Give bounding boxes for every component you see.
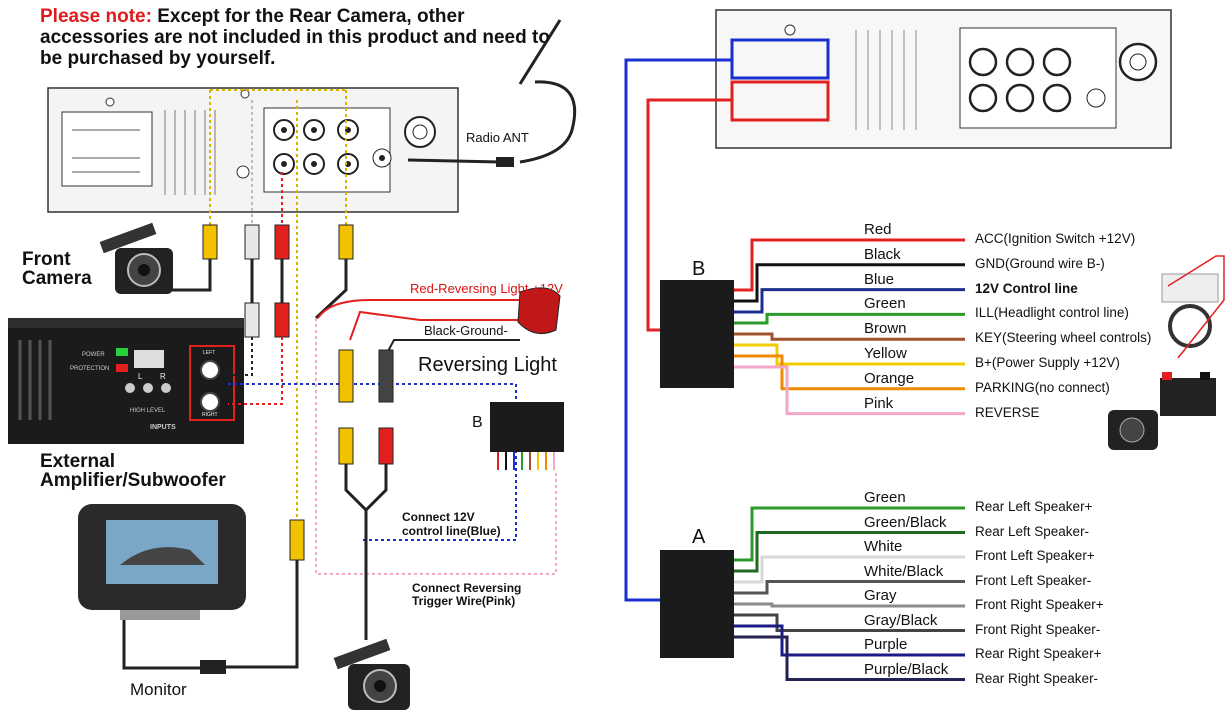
b-wire-pink: [734, 365, 965, 416]
a-wire-green-black: [734, 531, 965, 573]
a-wire-function-label: Rear Left Speaker+: [975, 499, 1093, 514]
amp-left-label: LEFT: [203, 350, 216, 356]
front-camera-line2: Camera: [22, 268, 92, 289]
amplifier-graphic: [8, 318, 244, 444]
b-wire-function-label: GND(Ground wire B-): [975, 255, 1105, 271]
amplifier-label: External Amplifier/Subwoofer: [40, 452, 226, 490]
b-wire-function-label: PARKING(no connect): [975, 379, 1110, 395]
connect-12v-line1: Connect 12V: [402, 510, 475, 524]
b-wire-blue: [734, 288, 965, 314]
amp-l-label: L: [138, 372, 143, 381]
a-wire-color-label: Green: [864, 489, 906, 506]
a-wire-gray-black: [734, 613, 965, 632]
a-wire-function-label: Rear Right Speaker-: [975, 670, 1099, 686]
connector-b-box: [660, 280, 734, 388]
b-wire-color-label: Blue: [864, 270, 895, 288]
reversing-light-label: Reversing Light: [418, 354, 557, 376]
b-wire-color-label: Red: [864, 221, 892, 238]
a-wire-function-label: Front Right Speaker+: [975, 597, 1104, 612]
note-lead: Please note:: [40, 6, 152, 27]
connect-12v-label: Connect 12V control line(Blue): [402, 510, 501, 538]
a-wire-function-label: Front Right Speaker-: [975, 621, 1101, 637]
connector-a-box: [660, 550, 734, 658]
connect-rev-line2: Trigger Wire(Pink): [412, 594, 516, 608]
a-wire-color-label: Purple: [864, 636, 908, 653]
a-wire-color-label: Gray: [864, 587, 897, 604]
b-wire-function-label: B+(Power Supply +12V): [975, 355, 1120, 370]
a-wire-color-label: Purple/Black: [864, 660, 949, 678]
b-wire-green: [734, 312, 965, 325]
radio-antenna: [407, 19, 577, 167]
amp-right-label: RIGHT: [202, 412, 218, 418]
black-ground-label: Black-Ground-: [424, 323, 508, 338]
note-text: Except for the Rear Camera, other access…: [40, 6, 550, 69]
b-wire-function-label: REVERSE: [975, 404, 1040, 420]
red-reversing-label: Red-Reversing Light +12V: [410, 281, 563, 296]
a-wire-function-label: Rear Left Speaker-: [975, 523, 1090, 539]
b-wire-color-label: Green: [864, 295, 906, 313]
b-wire-color-label: Orange: [864, 369, 915, 387]
connect-reversing-label: Connect Reversing Trigger Wire(Pink): [412, 582, 521, 608]
a-wire-purple: [734, 624, 965, 657]
radio-ant-label: Radio ANT: [466, 130, 529, 145]
front-camera-graphic: [99, 222, 173, 294]
amplifier-line2: Amplifier/Subwoofer: [40, 470, 226, 491]
amp-protection-label: PROTECTION: [70, 366, 110, 372]
b-wire-group: [734, 238, 965, 416]
a-wire-white-black: [734, 580, 965, 595]
amp-r-label: R: [160, 372, 166, 381]
b-box-label: B: [472, 414, 483, 431]
head-unit-right: [715, 9, 1172, 149]
amp-high-level-label: HIGH LEVEL: [130, 408, 166, 414]
a-wire-group: [734, 506, 965, 681]
a-wire-color-label: Green/Black: [864, 513, 947, 531]
connect-rev-line1: Connect Reversing: [412, 581, 522, 595]
front-camera-line1: Front: [22, 249, 71, 270]
b-wire-function-label: KEY(Steering wheel controls): [975, 330, 1152, 346]
b-wire-color-label: Yellow: [864, 345, 907, 362]
monitor-label: Monitor: [130, 680, 187, 699]
a-wire-color-label: White: [864, 538, 903, 555]
b-wire-function-label: 12V Control line: [975, 280, 1078, 296]
a-wire-gray: [734, 602, 965, 608]
reversing-wiring: [317, 287, 564, 640]
connector-b-label: B: [692, 258, 706, 280]
accessory-icons: [1108, 273, 1219, 450]
rear-camera-graphic: [333, 638, 410, 710]
b-wire-brown: [734, 332, 965, 341]
b-wire-red: [734, 238, 965, 292]
a-wire-white: [734, 555, 965, 584]
b-wire-color-label: Brown: [864, 320, 907, 338]
a-wire-green: [734, 506, 965, 562]
a-wire-function-label: Rear Right Speaker+: [975, 646, 1102, 661]
a-wire-purple-black: [734, 635, 965, 681]
rca-plugs: [160, 224, 354, 338]
monitor-graphic: [78, 504, 305, 674]
b-wire-function-label: ILL(Headlight control line): [975, 305, 1129, 321]
connector-a-label: A: [692, 526, 706, 548]
front-camera-label: Front Camera: [22, 250, 92, 288]
amp-power-label: POWER: [82, 352, 105, 358]
a-wire-function-label: Front Left Speaker-: [975, 572, 1092, 588]
a-wire-function-label: Front Left Speaker+: [975, 548, 1095, 563]
amp-inputs-label: INPUTS: [150, 424, 176, 431]
please-note-banner: Please note: Except for the Rear Camera,…: [40, 6, 560, 69]
b-wire-orange: [734, 354, 965, 391]
b-wire-color-label: Pink: [864, 394, 894, 412]
b-wire-function-label: ACC(Ignition Switch +12V): [975, 231, 1136, 246]
amplifier-line1: External: [40, 451, 115, 472]
a-wire-color-label: White/Black: [864, 562, 944, 580]
connect-12v-line2: control line(Blue): [402, 524, 501, 538]
b-wire-black: [734, 263, 965, 303]
a-wire-color-label: Gray/Black: [864, 611, 938, 629]
b-wire-color-label: Black: [864, 245, 901, 263]
